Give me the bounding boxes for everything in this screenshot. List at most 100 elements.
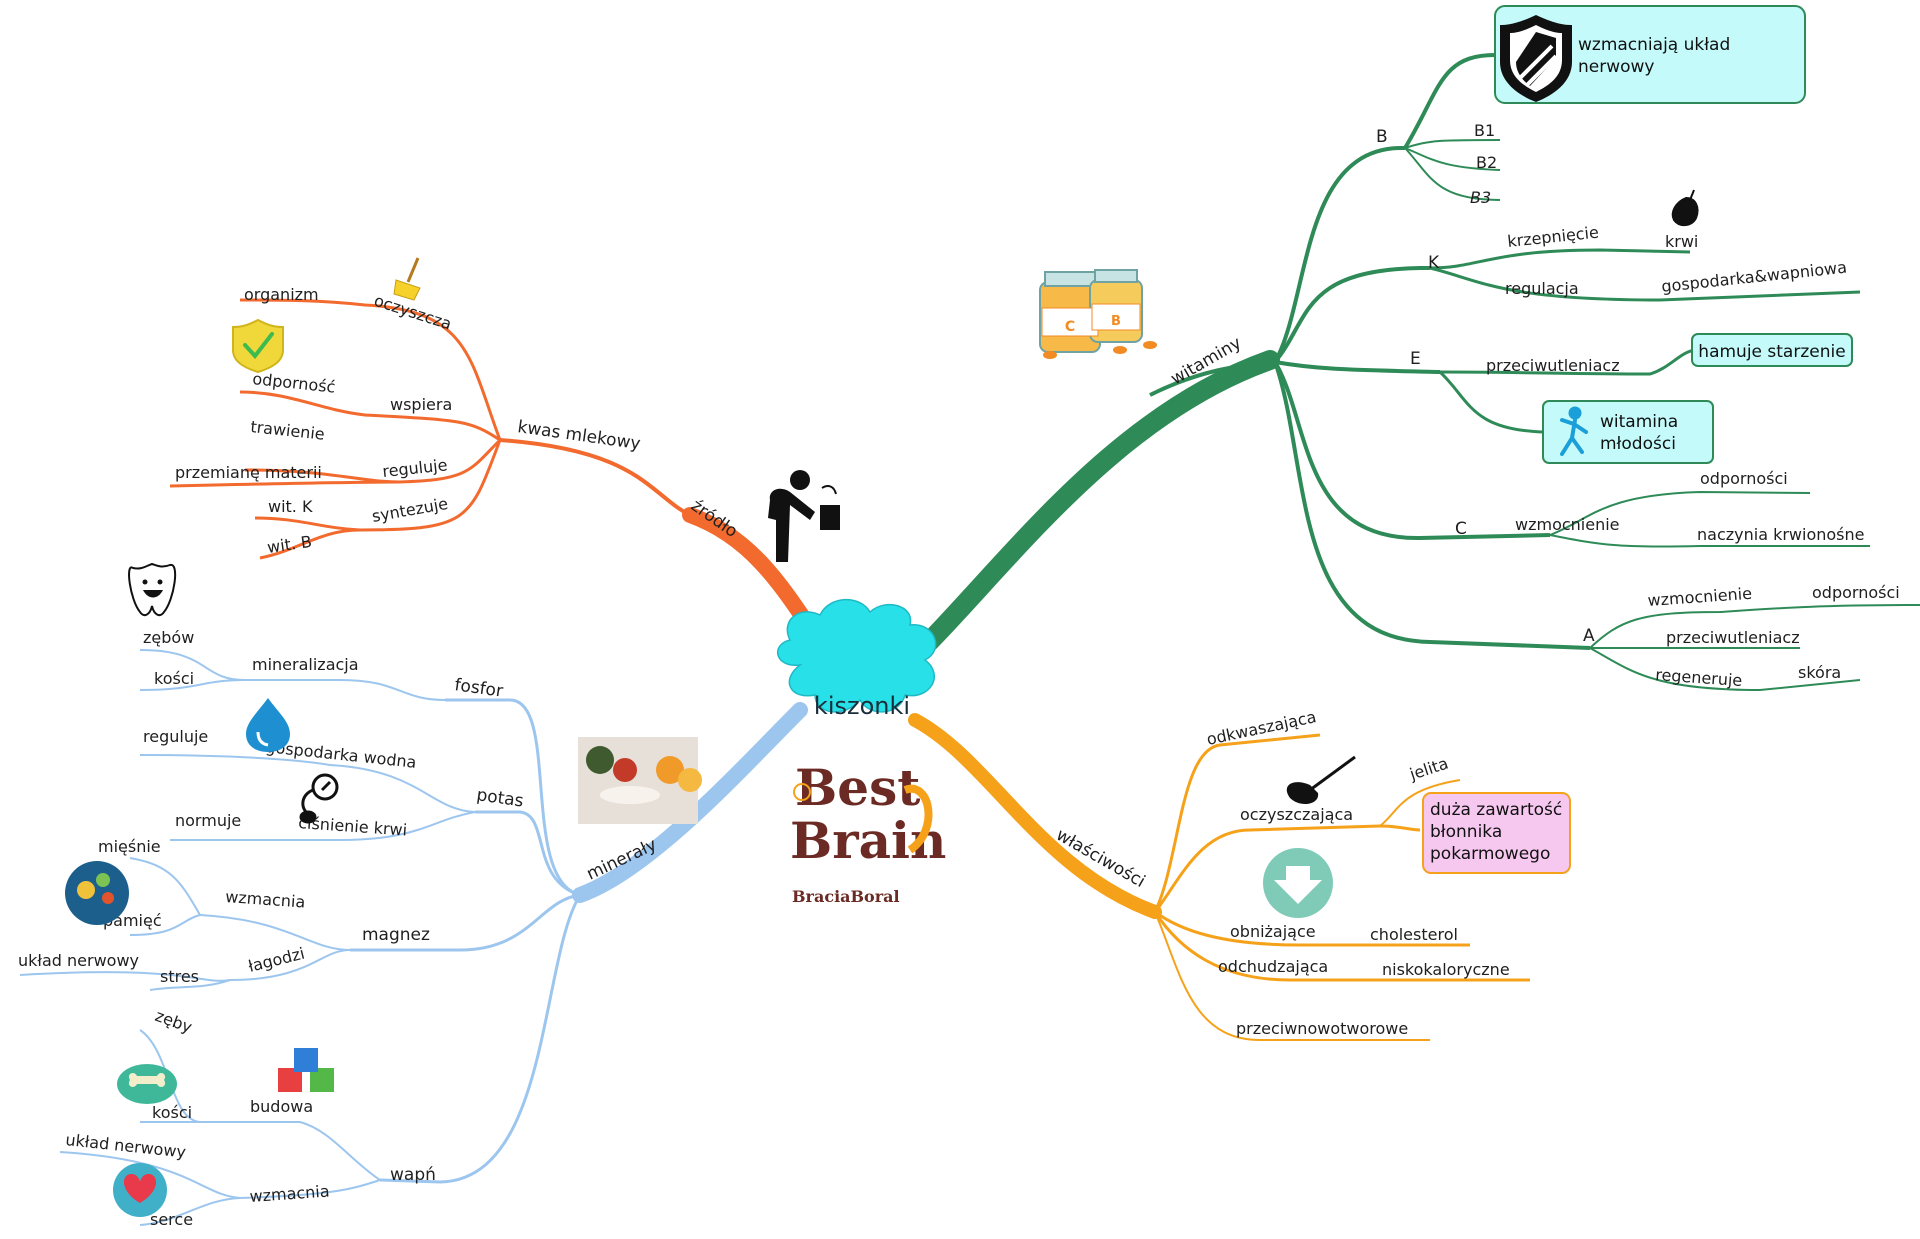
label-vit-C[interactable]: C bbox=[1455, 519, 1467, 539]
box-text-line: młodości bbox=[1600, 434, 1676, 454]
label-obnizajace[interactable]: obniżające bbox=[1230, 922, 1316, 941]
running-man-icon bbox=[1560, 406, 1588, 456]
branch-A-children bbox=[1589, 604, 1920, 692]
svg-text:B: B bbox=[1111, 314, 1121, 329]
label-kwas-mlekowy[interactable]: kwas mlekowy bbox=[516, 417, 641, 454]
drop-icon bbox=[1671, 189, 1699, 226]
branch-K-children bbox=[1429, 248, 1861, 302]
blocks-icon bbox=[278, 1048, 334, 1092]
label-potas[interactable]: potas bbox=[475, 785, 525, 811]
label-miesnie[interactable]: mięśnie bbox=[98, 837, 161, 856]
label-oczyszczajaca[interactable]: oczyszczająca bbox=[1240, 805, 1353, 824]
label-kosci-f[interactable]: kości bbox=[154, 669, 194, 688]
label-skora[interactable]: skóra bbox=[1798, 663, 1841, 682]
branch-zrodlo-trunk-thin bbox=[499, 438, 691, 517]
label-organizm[interactable]: organizm bbox=[244, 285, 319, 304]
label-reguluje-z[interactable]: reguluje bbox=[381, 455, 448, 481]
tooth-icon bbox=[128, 562, 177, 617]
branch-witaminy-trunk-thin bbox=[1149, 360, 1276, 397]
bone-icon bbox=[117, 1064, 177, 1104]
label-budowa[interactable]: budowa bbox=[250, 1097, 313, 1116]
label-regeneruje[interactable]: regeneruje bbox=[1655, 665, 1743, 690]
brain-gears-icon bbox=[65, 861, 129, 925]
label-niskokaloryczne[interactable]: niskokaloryczne bbox=[1382, 960, 1510, 979]
label-B1[interactable]: B1 bbox=[1474, 121, 1495, 140]
label-wzmocnienie-A[interactable]: wzmocnienie bbox=[1647, 584, 1753, 610]
label-regulacja[interactable]: regulacja bbox=[1505, 279, 1579, 298]
label-vit-B[interactable]: B bbox=[1376, 127, 1388, 147]
label-przeciwutleniacz-E[interactable]: przeciwutleniacz bbox=[1486, 356, 1620, 375]
label-jelita[interactable]: jelita bbox=[1406, 754, 1450, 785]
heart-icon bbox=[113, 1163, 167, 1217]
label-vit-A[interactable]: A bbox=[1583, 626, 1595, 646]
label-witK[interactable]: wit. K bbox=[268, 497, 313, 516]
label-przemiane[interactable]: przemianę materii bbox=[175, 463, 322, 482]
water-drop-icon bbox=[246, 698, 290, 752]
label-serce[interactable]: serce bbox=[150, 1210, 193, 1229]
broom-small-icon bbox=[393, 257, 421, 301]
label-uklad-w[interactable]: układ nerwowy bbox=[65, 1130, 187, 1162]
center-label: kiszonki bbox=[814, 692, 910, 720]
label-wapn[interactable]: wapń bbox=[390, 1165, 436, 1185]
label-lagodzi[interactable]: łagodzi bbox=[246, 944, 306, 976]
label-trawienie[interactable]: trawienie bbox=[250, 417, 326, 444]
box-text-line: pokarmowego bbox=[1430, 844, 1550, 864]
box-mlodosci-text: witamina bbox=[1600, 412, 1678, 432]
label-odpornosci-C[interactable]: odporności bbox=[1700, 469, 1788, 488]
label-cholesterol[interactable]: cholesterol bbox=[1370, 925, 1458, 944]
shield-icon bbox=[1500, 15, 1572, 102]
drinking-fountain-icon bbox=[768, 470, 840, 562]
blood-pressure-icon bbox=[299, 773, 339, 824]
branch-C-children bbox=[1549, 490, 1870, 548]
label-mineralizacja[interactable]: mineralizacja bbox=[252, 655, 359, 674]
label-odchudzajaca[interactable]: odchudzająca bbox=[1218, 957, 1328, 976]
label-odkwaszajaca[interactable]: odkwaszająca bbox=[1205, 707, 1318, 749]
box-blonnik-text: duża zawartość bbox=[1430, 800, 1562, 820]
label-B3[interactable]: B3 bbox=[1470, 188, 1491, 207]
label-vit-E[interactable]: E bbox=[1410, 349, 1421, 369]
label-normuje[interactable]: normuje bbox=[175, 811, 241, 830]
label-zebow[interactable]: zębów bbox=[143, 628, 194, 647]
label-stres[interactable]: stres bbox=[160, 967, 199, 986]
food-photo-icon bbox=[578, 737, 702, 824]
branch-B-children bbox=[1403, 53, 1501, 201]
branch-wlasciwosci-trunk bbox=[908, 713, 1162, 919]
label-uklad-m[interactable]: układ nerwowy bbox=[18, 951, 139, 970]
center-node[interactable]: kiszonki bbox=[776, 598, 937, 720]
svg-text:C: C bbox=[1065, 319, 1075, 335]
label-odpornosci-A[interactable]: odporności bbox=[1812, 583, 1900, 602]
label-B2[interactable]: B2 bbox=[1476, 153, 1497, 172]
box-text-line: błonnika bbox=[1430, 822, 1502, 842]
label-zeby[interactable]: zęby bbox=[153, 1006, 195, 1037]
label-vit-K[interactable]: K bbox=[1428, 253, 1440, 273]
check-badge-icon bbox=[232, 318, 284, 374]
label-kosci-w[interactable]: kości bbox=[152, 1103, 192, 1122]
wlasciwosci-subbranches bbox=[1153, 733, 1530, 1041]
label-fosfor[interactable]: fosfor bbox=[453, 675, 504, 702]
label-wzmacnia-m[interactable]: wzmacnia bbox=[225, 887, 306, 912]
label-gospodarka-wapniowa[interactable]: gospodarka&wapniowa bbox=[1660, 258, 1847, 296]
label-przeciwutleniacz-A[interactable]: przeciwutleniacz bbox=[1666, 628, 1800, 647]
witaminy-subbranches bbox=[1273, 146, 1591, 650]
label-przeciwnowotworowe[interactable]: przeciwnowotworowe bbox=[1236, 1019, 1408, 1038]
label-wspiera[interactable]: wspiera bbox=[390, 395, 452, 414]
label-krwi[interactable]: krwi bbox=[1665, 232, 1698, 251]
label-krzepniecie[interactable]: krzepnięcie bbox=[1506, 222, 1599, 250]
label-witB[interactable]: wit. B bbox=[266, 532, 313, 557]
label-magnez[interactable]: magnez bbox=[362, 925, 430, 945]
label-wzmocnienie-C[interactable]: wzmocnienie bbox=[1515, 515, 1620, 534]
zrodlo-subbranches bbox=[169, 298, 502, 560]
label-naczynia[interactable]: naczynia krwionośne bbox=[1697, 525, 1865, 544]
label-wzmacnia-w[interactable]: wzmacnia bbox=[249, 1181, 330, 1206]
label-syntezuje[interactable]: syntezuje bbox=[370, 494, 449, 526]
download-arrow-icon bbox=[1263, 848, 1333, 918]
label-reguluje-p[interactable]: reguluje bbox=[143, 727, 208, 746]
box-hamuje[interactable]: hamuje starzenie bbox=[1691, 333, 1853, 367]
broom-icon bbox=[1286, 755, 1356, 805]
